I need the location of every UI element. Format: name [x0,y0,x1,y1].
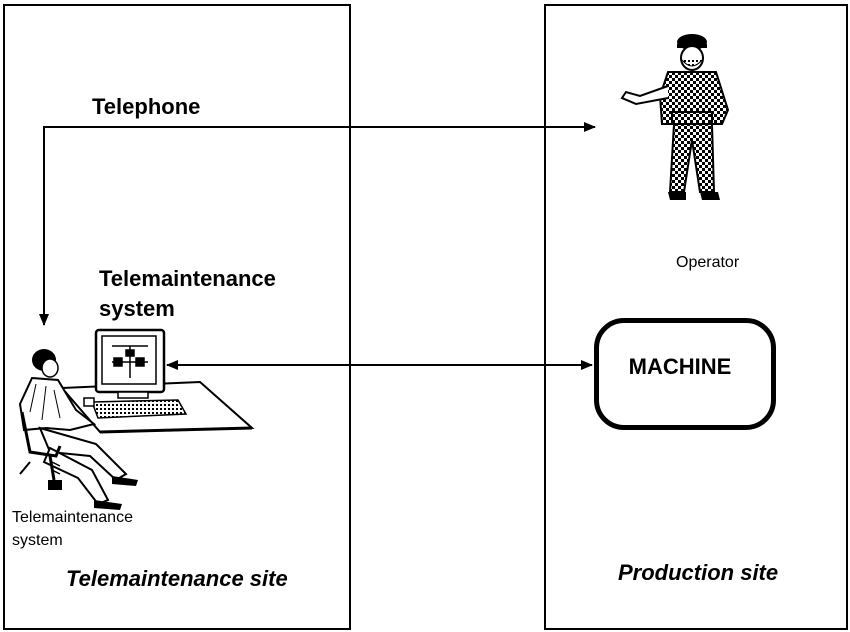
operator-figure-icon [620,34,730,200]
telephone-arrow [39,122,596,326]
technician-caption: Telemaintenance system [12,509,133,549]
telemaintenance-site-label: Telemaintenance site [66,566,288,591]
production-site-label: Production site [618,560,779,585]
telemaintenance-site-panel [3,4,351,630]
telemaintenance-system-label: Telemaintenance system [99,266,276,321]
operator-caption: Operator [676,254,740,271]
machine-box: MACHINE [594,318,776,430]
technician-workstation-icon [18,328,255,510]
telephone-label: Telephone [92,94,201,119]
machine-label: MACHINE [628,354,732,379]
